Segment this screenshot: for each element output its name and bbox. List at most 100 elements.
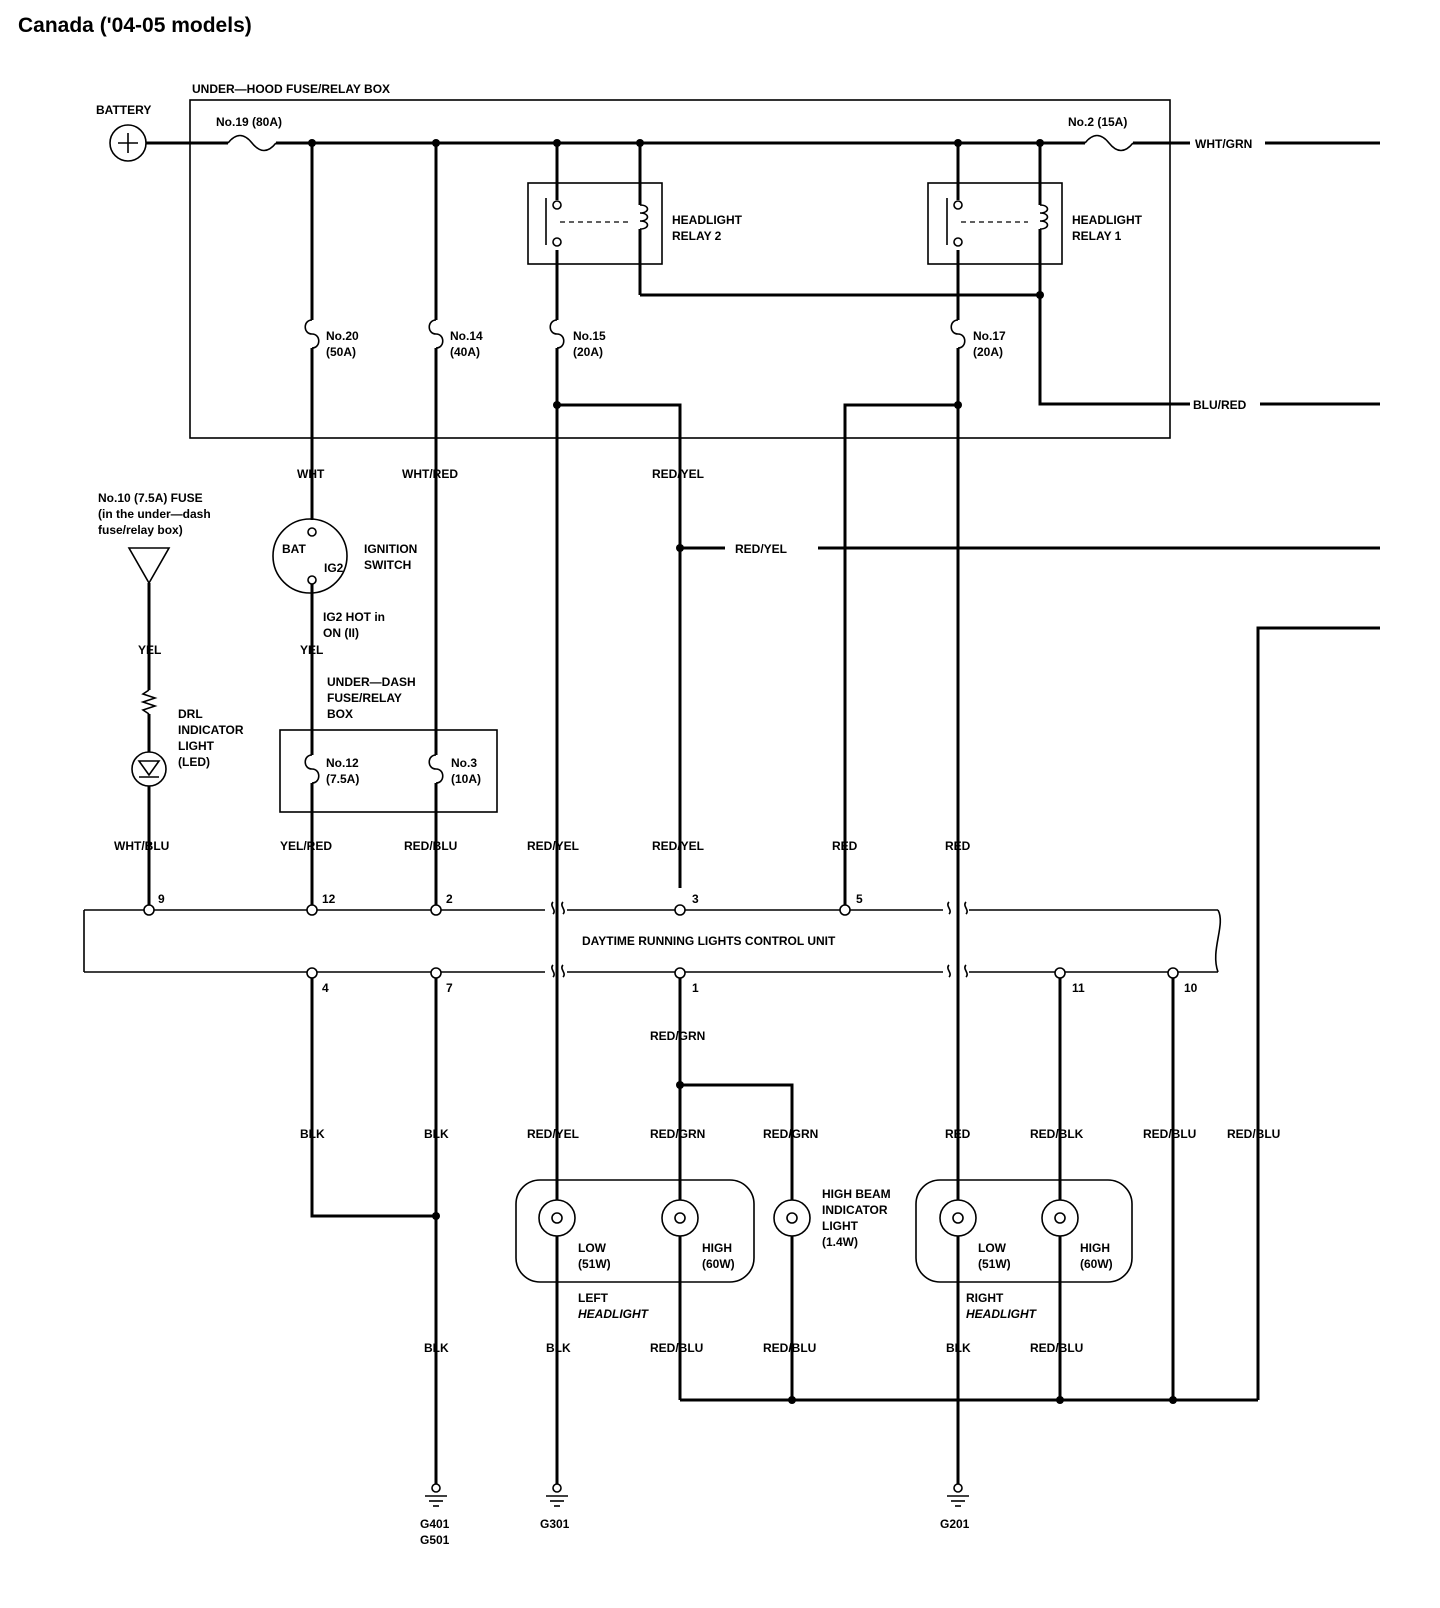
- page-title: Canada ('04-05 models): [18, 14, 252, 37]
- fuse-no15-label-2: (20A): [573, 345, 603, 359]
- pin-9: [143, 904, 155, 916]
- ignition-ig2-label: IG2: [324, 561, 344, 575]
- right-headlight-label-2: HEADLIGHT: [966, 1307, 1038, 1321]
- wire-label-red-blu-feed: RED/BLU: [1227, 1127, 1280, 1141]
- fuse-no19-label: No.19 (80A): [216, 115, 282, 129]
- right-headlight: LOW (51W) HIGH (60W) RIGHT HEADLIGHT: [915, 1179, 1133, 1321]
- left-high-bulb-icon: [661, 1199, 699, 1237]
- left-high-label-2: (60W): [702, 1257, 735, 1271]
- fuse-no14: No.14 (40A): [428, 319, 483, 359]
- fuse-no10-terminal: No.10 (7.5A) FUSE (in the under—dash fus…: [98, 491, 211, 585]
- wire-label-red-grn-high: RED/GRN: [650, 1127, 705, 1141]
- fuse-no3: No.3 (10A): [428, 754, 481, 786]
- headlight-relay-1: HEADLIGHT RELAY 1: [927, 143, 1190, 406]
- wire-label-red-blk: RED/BLK: [1030, 1127, 1084, 1141]
- pin-11: [1054, 967, 1066, 979]
- pin-12: [306, 904, 318, 916]
- high-beam-bulb-icon: [773, 1199, 811, 1237]
- hb-indicator-label-1: HIGH BEAM: [822, 1187, 891, 1201]
- fuse-no17-label-2: (20A): [973, 345, 1003, 359]
- wire-label-red-blu-in: RED/BLU: [404, 839, 457, 853]
- relay1-label-line2: RELAY 1: [1072, 229, 1122, 243]
- drl-control-unit: DAYTIME RUNNING LIGHTS CONTROL UNIT: [83, 901, 1222, 979]
- fuse-no12-label-1: No.12: [326, 756, 359, 770]
- pin-11-label: 11: [1072, 981, 1085, 995]
- wire-label-red-blu-lhigh: RED/BLU: [650, 1341, 703, 1355]
- hb-indicator-label-4: (1.4W): [822, 1235, 858, 1249]
- hb-indicator-label-3: LIGHT: [822, 1219, 859, 1233]
- wire-label-blk-g401: BLK: [424, 1341, 449, 1355]
- wire-label-red-yel-branch: RED/YEL: [735, 542, 787, 556]
- fuse-no17-label-1: No.17: [973, 329, 1006, 343]
- fuse-no15-label-1: No.15: [573, 329, 606, 343]
- fuse-no10-label-3: fuse/relay box): [98, 523, 183, 537]
- pin-1-label: 1: [692, 981, 699, 995]
- wire-label-red-right: RED: [945, 839, 971, 853]
- fuse-no2: No.2 (15A): [1068, 115, 1134, 152]
- control-unit-label: DAYTIME RUNNING LIGHTS CONTROL UNIT: [582, 934, 836, 948]
- right-high-label-1: HIGH: [1080, 1241, 1110, 1255]
- left-headlight-label-2: HEADLIGHT: [578, 1307, 650, 1321]
- ignition-switch-label-1: IGNITION: [364, 542, 417, 556]
- left-headlight-label-1: LEFT: [578, 1291, 609, 1305]
- pin-5-label: 5: [856, 892, 863, 906]
- fuse-no12: No.12 (7.5A): [304, 754, 359, 786]
- ground-g201: G201: [940, 1483, 970, 1531]
- under-dash-label-1: UNDER—DASH: [327, 675, 416, 689]
- battery-symbol: BATTERY: [96, 103, 151, 162]
- wire-label-blk-g201: BLK: [946, 1341, 971, 1355]
- ig2-hot-label-1: IG2 HOT in: [323, 610, 385, 624]
- fuse-no3-label-2: (10A): [451, 772, 481, 786]
- wire-label-red-yel-top: RED/YEL: [652, 467, 704, 481]
- ignition-bat-label: BAT: [282, 542, 306, 556]
- ground-g401-label: G401: [420, 1517, 450, 1531]
- right-low-bulb-icon: [939, 1199, 977, 1237]
- relay2-label-line1: HEADLIGHT: [672, 213, 743, 227]
- pin-2: [430, 904, 442, 916]
- fuse-no3-label-1: No.3: [451, 756, 477, 770]
- drl-indicator-led: DRL INDICATOR LIGHT (LED): [131, 707, 244, 787]
- fuse-no2-label: No.2 (15A): [1068, 115, 1127, 129]
- hb-indicator-label-2: INDICATOR: [822, 1203, 888, 1217]
- under-dash-fuse-relay-box: UNDER—DASH FUSE/RELAY BOX: [279, 675, 498, 813]
- fuse-no15: No.15 (20A): [549, 319, 606, 359]
- pin-5: [839, 904, 851, 916]
- wire-label-red-yel-left: RED/YEL: [527, 839, 579, 853]
- ground-g501-label: G501: [420, 1533, 450, 1547]
- pin-3: [674, 904, 686, 916]
- right-low-label-1: LOW: [978, 1241, 1007, 1255]
- headlight-relay-2: HEADLIGHT RELAY 2: [527, 143, 743, 295]
- under-hood-box-label: UNDER—HOOD FUSE/RELAY BOX: [192, 82, 390, 96]
- left-low-bulb-icon: [538, 1199, 576, 1237]
- right-high-bulb-icon: [1041, 1199, 1079, 1237]
- ground-g301: G301: [540, 1483, 570, 1531]
- wire-label-wht: WHT: [297, 467, 325, 481]
- fuse-no17: No.17 (20A): [950, 319, 1006, 359]
- under-dash-label-3: BOX: [327, 707, 353, 721]
- ignition-switch-label-2: SWITCH: [364, 558, 411, 572]
- relay2-label-line2: RELAY 2: [672, 229, 722, 243]
- pin-1: [674, 967, 686, 979]
- right-headlight-label-1: RIGHT: [966, 1291, 1004, 1305]
- left-low-label-2: (51W): [578, 1257, 611, 1271]
- under-hood-fuse-relay-box: UNDER—HOOD FUSE/RELAY BOX: [189, 82, 1171, 439]
- right-high-label-2: (60W): [1080, 1257, 1113, 1271]
- wire-label-red-pin5: RED: [832, 839, 858, 853]
- fuse-no20: No.20 (50A): [304, 319, 359, 359]
- pin-4-label: 4: [322, 981, 329, 995]
- pin-10-label: 10: [1184, 981, 1198, 995]
- fuse-no14-label-2: (40A): [450, 345, 480, 359]
- pin-7-label: 7: [446, 981, 453, 995]
- pin-2-label: 2: [446, 892, 453, 906]
- pin-10: [1167, 967, 1179, 979]
- wire-label-red-blu-hb: RED/BLU: [763, 1341, 816, 1355]
- wire-label-red-blu-rhigh: RED/BLU: [1030, 1341, 1083, 1355]
- ig2-hot-label-2: ON (II): [323, 626, 359, 640]
- drl-light-label-3: LIGHT: [178, 739, 215, 753]
- right-low-label-2: (51W): [978, 1257, 1011, 1271]
- left-headlight: LOW (51W) HIGH (60W) LEFT HEADLIGHT: [515, 1179, 755, 1321]
- pin-12-label: 12: [322, 892, 336, 906]
- wire-label-red-yel-low: RED/YEL: [527, 1127, 579, 1141]
- drl-light-label-4: (LED): [178, 755, 210, 769]
